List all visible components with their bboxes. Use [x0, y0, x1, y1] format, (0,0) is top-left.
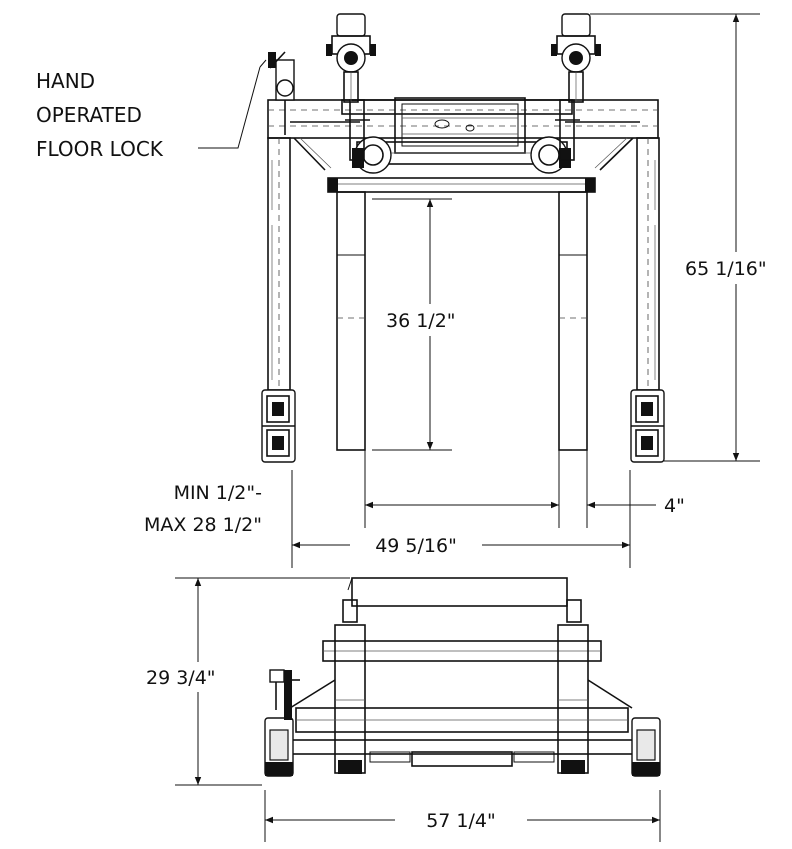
callout-line-1: HAND: [36, 69, 95, 93]
inner-width-dim: [291, 470, 631, 568]
fork-spacing-dim: [364, 450, 560, 528]
left-trolley: [326, 13, 376, 103]
fork-spacing-label-2: MAX 28 1/2": [144, 514, 262, 536]
fork-height-dim: [372, 198, 482, 451]
fork-height-label: 36 1/2": [386, 310, 456, 332]
side-height-dim: [140, 577, 350, 786]
carriage: [327, 97, 596, 193]
right-fork: [558, 191, 588, 451]
overall-height-label: 65 1/16": [685, 258, 767, 280]
overall-height-dim: [590, 13, 780, 462]
overall-width-label: 57 1/4": [426, 810, 496, 832]
callout-line-2: OPERATED: [36, 103, 142, 127]
left-leg: [267, 137, 291, 391]
callout-line-3: FLOOR LOCK: [36, 137, 164, 161]
floor-lock-assembly: [268, 51, 295, 135]
top-beam: [267, 99, 659, 171]
front-view: [261, 13, 665, 463]
right-caster: [630, 389, 665, 463]
fork-spacing-label-1: MIN 1/2"-: [174, 482, 262, 504]
fork-width-dim: [520, 450, 656, 528]
right-trolley: [551, 13, 601, 103]
side-height-label: 29 3/4": [146, 667, 216, 689]
floor-lock-callout: [198, 59, 267, 149]
inner-width-label: 49 5/16": [375, 535, 457, 557]
left-fork: [336, 191, 366, 451]
right-leg: [636, 137, 660, 391]
fork-width-label: 4": [664, 495, 685, 517]
left-caster: [261, 389, 296, 463]
side-view: [264, 577, 661, 777]
overall-width-dim: [264, 790, 661, 842]
